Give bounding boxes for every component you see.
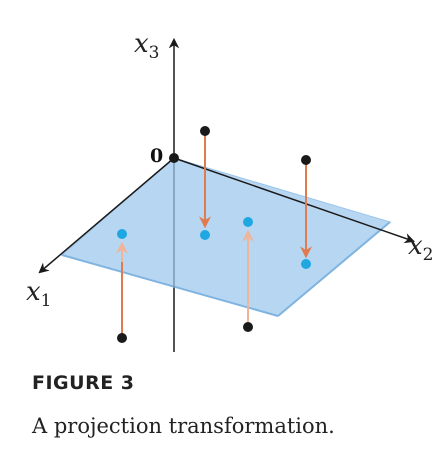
point-below-1 <box>117 333 127 343</box>
projected-point-3 <box>117 229 127 239</box>
origin-label: 0 <box>150 145 163 167</box>
figure-caption: A projection transformation. <box>32 414 335 438</box>
origin-point <box>169 153 179 163</box>
point-below-2 <box>243 322 253 332</box>
plane-right-edge <box>277 221 391 317</box>
projected-point-1 <box>200 230 210 240</box>
x1-axis-label: x1 <box>26 277 52 311</box>
x2-axis <box>173 157 415 244</box>
projected-point-2 <box>301 259 311 269</box>
point-above-2 <box>301 155 311 165</box>
plane-front-edge <box>61 254 279 317</box>
projection-diagram: 0 x3 x2 x1 <box>26 29 434 352</box>
projected-point-4 <box>243 217 253 227</box>
point-above-1 <box>200 126 210 136</box>
x1-axis <box>38 157 175 274</box>
projection-plane <box>60 157 392 317</box>
x3-axis-label: x3 <box>134 29 160 63</box>
figure-label: FIGURE 3 <box>32 372 135 394</box>
x2-axis-label: x2 <box>408 231 434 265</box>
